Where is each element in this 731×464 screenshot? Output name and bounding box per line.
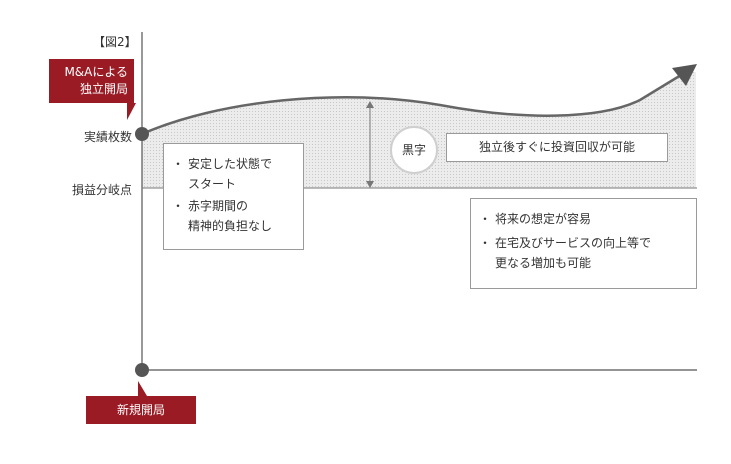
item-line: スタート xyxy=(188,177,237,191)
ma-benefits-box: 安定した状態で スタート 赤字期間の 精神的負担なし xyxy=(163,143,304,250)
list-item: 在宅及びサービスの向上等で 更なる増加も可能 xyxy=(479,233,686,273)
profit-badge: 黒字 xyxy=(390,126,438,174)
future-benefits-box: 将来の想定が容易 在宅及びサービスの向上等で 更なる増加も可能 xyxy=(470,198,697,289)
ma-callout-line2: 独立開局 xyxy=(79,82,128,96)
item-line: 将来の想定が容易 xyxy=(495,212,592,226)
y-label-break-even: 損益分岐点 xyxy=(71,183,132,197)
list-item: 安定した状態で スタート xyxy=(172,154,293,194)
list-item: 赤字期間の 精神的負担なし xyxy=(172,196,293,236)
item-line: 赤字期間の xyxy=(188,199,249,213)
item-line: 在宅及びサービスの向上等で xyxy=(495,236,652,250)
new-opening-callout: 新規開局 xyxy=(86,381,196,424)
gap-arrow-down-icon xyxy=(366,181,374,188)
list-item: 将来の想定が容易 xyxy=(479,209,686,229)
origin-marker xyxy=(135,363,149,377)
arrow-head-icon xyxy=(672,64,697,86)
y-label-actual-slots: 実績枚数 xyxy=(83,130,132,144)
gap-arrow-up-icon xyxy=(366,101,374,108)
growth-curve xyxy=(141,70,687,136)
ma-callout-line1: M&Aによる xyxy=(64,65,128,79)
ma-opening-callout: M&Aによる 独立開局 xyxy=(49,59,136,120)
recovery-note: 独立後すぐに投資回収が可能 xyxy=(446,133,668,162)
start-point-marker xyxy=(135,127,149,141)
item-line: 安定した状態で xyxy=(188,157,273,171)
item-line: 精神的負担なし xyxy=(188,219,273,233)
item-line: 更なる増加も可能 xyxy=(495,256,592,270)
figure-label: 【図2】 xyxy=(93,35,137,49)
